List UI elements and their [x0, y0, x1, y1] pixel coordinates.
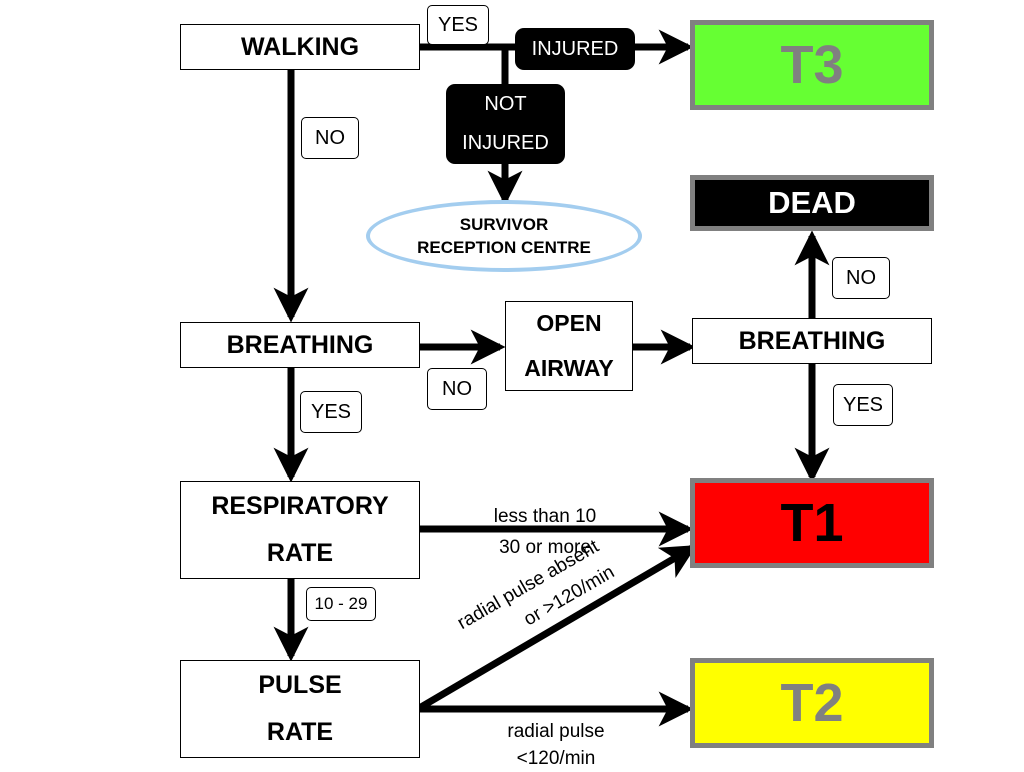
airway-no-tag: NO: [832, 257, 890, 299]
category-dead: DEAD: [690, 175, 934, 231]
resp-rate-criteria-bottom: 30 or more: [499, 537, 591, 558]
pulse-normal-label: radial pulse <120/min: [507, 721, 605, 769]
walking-yes-tag: YES: [427, 5, 489, 45]
walking-node: WALKING: [180, 24, 420, 70]
arrow-pulse-to-t1: [419, 544, 697, 711]
pulse-rate-node: PULSE RATE: [180, 660, 420, 758]
breathing-yes-tag: YES: [300, 391, 362, 433]
not-injured-label: NOT INJURED: [446, 84, 565, 164]
resp-range-tag: 10 - 29: [306, 587, 376, 621]
breathing-no-tag: NO: [427, 368, 487, 410]
breathing-node: BREATHING: [180, 322, 420, 368]
injured-label: INJURED: [515, 28, 635, 70]
category-t3: T3: [690, 20, 934, 110]
category-t1: T1: [690, 478, 934, 568]
open-airway-node: OPEN AIRWAY: [505, 301, 633, 391]
resp-rate-criteria-top: less than 10: [493, 506, 597, 527]
walking-no-tag: NO: [301, 117, 359, 159]
airway-yes-tag: YES: [833, 384, 893, 426]
breathing-recheck-node: BREATHING: [692, 318, 932, 364]
category-t2: T2: [690, 658, 934, 748]
respiratory-rate-node: RESPIRATORY RATE: [180, 481, 420, 579]
survivor-reception-centre: SURVIVOR RECEPTION CENTRE: [366, 200, 642, 272]
